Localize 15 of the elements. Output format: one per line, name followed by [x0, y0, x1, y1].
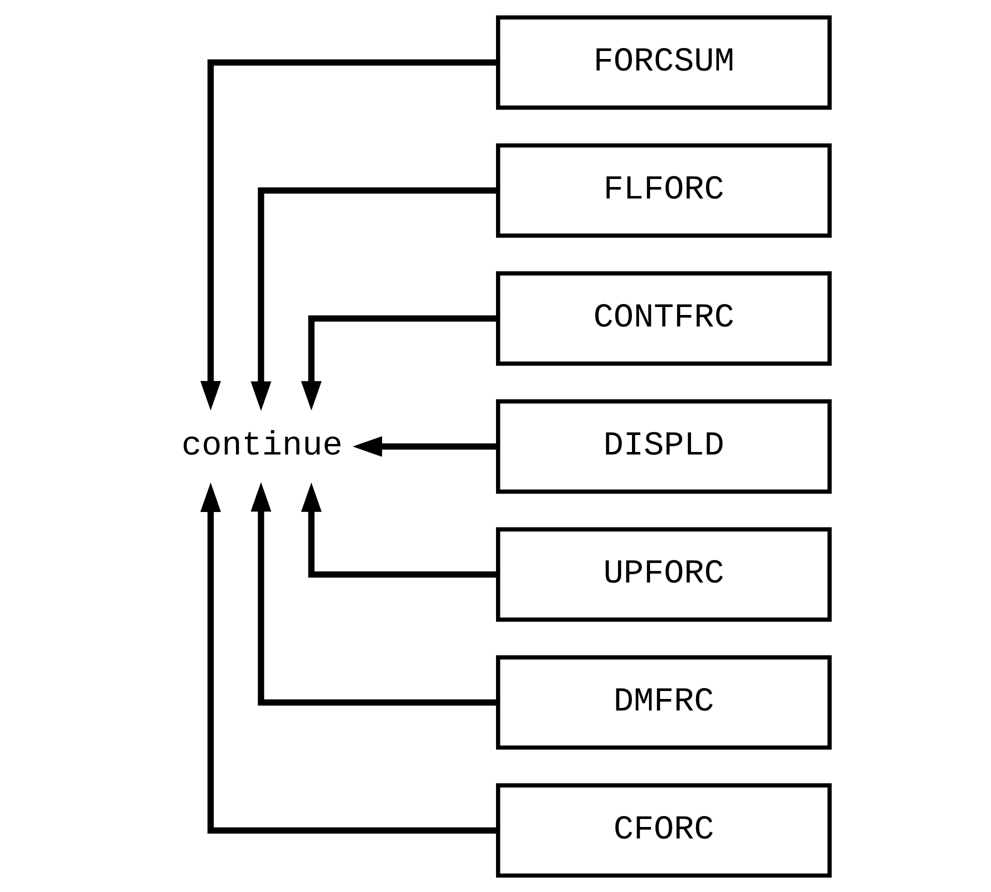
node-box: CFORC: [496, 782, 832, 878]
arrow: [200, 482, 498, 834]
node-box: FORCSUM: [496, 14, 832, 110]
arrow: [200, 58, 498, 410]
node-box: DISPLD: [496, 398, 832, 494]
arrow: [300, 482, 498, 578]
node-box: UPFORC: [496, 526, 832, 622]
arrow: [250, 186, 498, 410]
node-box: DMFRC: [496, 654, 832, 750]
node-box: FLFORC: [496, 142, 832, 238]
arrow: [352, 436, 498, 456]
arrow: [250, 482, 498, 706]
arrow: [300, 314, 498, 410]
node-box: CONTFRC: [496, 270, 832, 366]
node-text: continue: [180, 426, 342, 465]
